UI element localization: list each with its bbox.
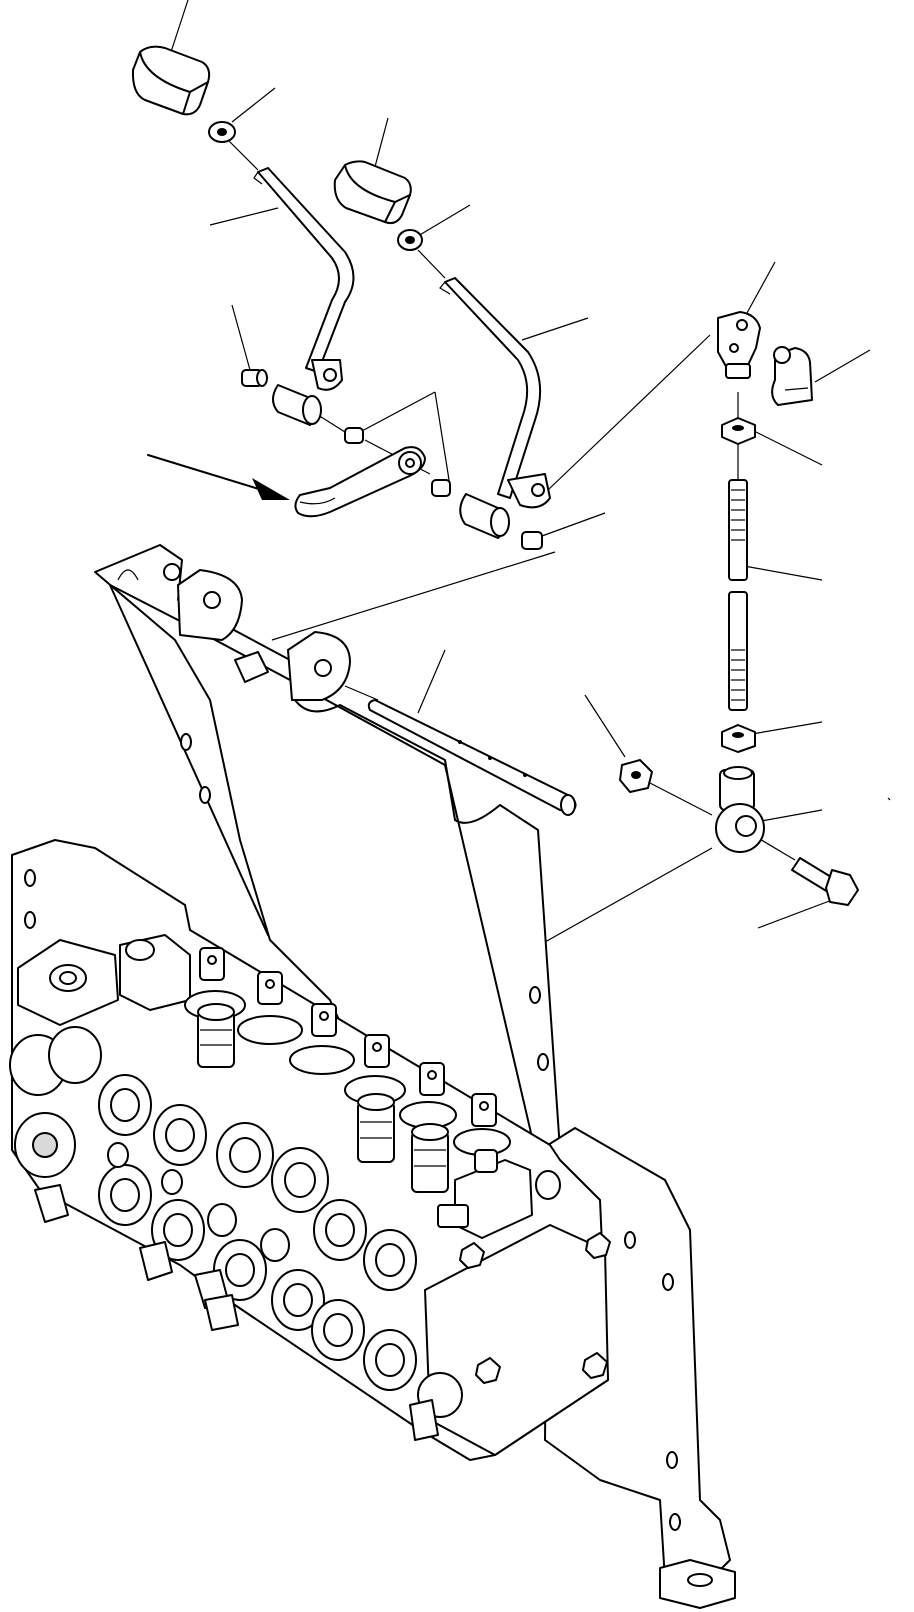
guide-line-shaft [344, 685, 379, 701]
edge-mark [887, 797, 891, 801]
pivot-shaft [367, 699, 577, 816]
lever-knob-2 [333, 160, 412, 225]
spool-2 [237, 971, 303, 1045]
pivot-tube-2 [459, 493, 510, 539]
callout-leader-bushings-a [359, 391, 436, 433]
clevis [717, 311, 761, 379]
end-cover [417, 1224, 611, 1456]
bushing-3 [431, 479, 451, 497]
callout-leader-clip [814, 349, 871, 383]
callout-leader-knob-1 [169, 0, 189, 56]
callout-leader-nut-2 [417, 204, 471, 237]
ports-left [9, 1026, 102, 1178]
guide-line-knob-1 [227, 139, 259, 171]
guide-line-bolt [757, 837, 796, 861]
control-valve [9, 839, 611, 1461]
callout-leader-bushing-1 [231, 304, 251, 371]
callout-leader-locknut [584, 694, 626, 758]
nut-2 [397, 229, 423, 251]
callout-leader-nut-1 [231, 87, 276, 123]
callout-leader-nut-4 [751, 721, 823, 735]
callout-leader-shaft [417, 649, 446, 714]
spool-3 [289, 1003, 355, 1075]
lever-knob-1 [131, 45, 211, 116]
guide-line-locknut [647, 781, 713, 816]
guide-line-clevis [547, 334, 711, 491]
callout-leader-rod [743, 565, 823, 581]
nut-1 [208, 121, 236, 143]
callout-leader-bushings-b [434, 391, 451, 487]
rod-end [715, 766, 765, 853]
callout-leader-bushing-2 [541, 512, 606, 537]
adjusting-rod [728, 479, 748, 711]
spool-5 [399, 1062, 457, 1129]
control-lever-2 [439, 277, 551, 509]
callout-leader-lever-2 [521, 317, 589, 341]
solenoid-valve [437, 1149, 561, 1239]
pointer-arrow [147, 454, 290, 500]
clevis-pin-clip [771, 346, 813, 406]
bushing-1 [241, 369, 268, 387]
guide-line-pivot [271, 551, 556, 641]
callout-leader-bolt [757, 899, 833, 929]
callout-leader-nut-3 [751, 429, 823, 466]
callout-leader-lever-1 [209, 207, 279, 226]
ports-section-2 [151, 1104, 207, 1261]
ports-section-6 [363, 1229, 417, 1391]
ports-section-1 [98, 1074, 152, 1226]
guide-line-bushings [317, 414, 346, 433]
bolt [791, 857, 859, 906]
fittings-bottom [34, 1184, 439, 1441]
guide-line-knob-2 [417, 249, 446, 279]
jam-nut-upper [721, 417, 756, 445]
jam-nut-lower [721, 724, 756, 753]
control-lever-1 [253, 167, 355, 391]
handle-arm [294, 446, 426, 518]
spool-6 [453, 1093, 511, 1156]
detent-caps [197, 1003, 449, 1193]
ports-section-4 [260, 1147, 329, 1331]
ports-section-5 [311, 1199, 367, 1361]
bushing-4 [521, 531, 543, 550]
bushing-2 [344, 427, 364, 444]
pivot-tube-1 [272, 384, 322, 426]
ports-section-3 [207, 1122, 274, 1301]
callout-leader-clevis [741, 261, 776, 323]
lock-nut [619, 759, 653, 793]
callout-leader-rod-end [755, 809, 823, 823]
